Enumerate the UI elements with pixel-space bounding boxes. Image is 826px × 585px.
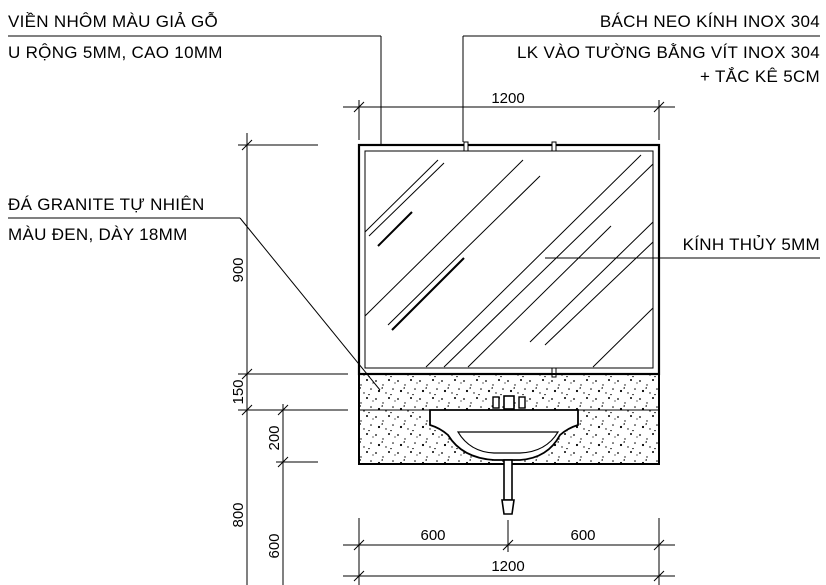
dim-sink-depth-label: 200 (266, 425, 283, 450)
callout-frame-line1: VIỀN NHÔM MÀU GIẢ GỖ (8, 12, 218, 31)
faucet-spout (503, 395, 515, 410)
dimension-bottom: 600 600 1200 (343, 518, 675, 585)
sink-bowl-inner (456, 431, 560, 454)
sink (429, 395, 579, 515)
drain-trap (501, 499, 515, 515)
callout-frame: VIỀN NHÔM MÀU GIẢ GỖ U RỘNG 5MM, CAO 10M… (8, 12, 382, 145)
dim-bottom-width-label: 1200 (491, 558, 524, 575)
mirror-glass-edge (364, 150, 654, 369)
dim-right-half-label: 600 (570, 527, 595, 544)
callout-anchor-line3: + TẮC KÊ 5CM (700, 67, 820, 86)
dimension-top-width: 1200 (343, 90, 675, 140)
callout-anchor: BÁCH NEO KÍNH INOX 304 LK VÀO TƯỜNG BẰNG… (462, 12, 820, 142)
dim-floor-to-counter-label: 800 (230, 502, 247, 527)
mirror (357, 141, 661, 378)
faucet-left-handle (492, 396, 500, 409)
glass-reflection-hatch (364, 154, 654, 368)
callout-frame-line2: U RỘNG 5MM, CAO 10MM (8, 43, 223, 62)
callout-anchor-line1: BÁCH NEO KÍNH INOX 304 (600, 12, 820, 31)
callout-granite-line2: MÀU ĐEN, DÀY 18MM (8, 225, 188, 244)
faucet-right-handle (518, 396, 526, 409)
dim-floor-to-sink-label: 600 (266, 533, 283, 558)
anchor-clip-right (551, 141, 557, 152)
dimension-vertical-chain: 900 150 800 200 600 (230, 133, 348, 585)
dim-top-width-label: 1200 (491, 90, 524, 107)
callout-anchor-line2: LK VÀO TƯỜNG BẰNG VÍT INOX 304 (517, 43, 820, 62)
dim-left-half-label: 600 (420, 527, 445, 544)
callout-glass-label: KÍNH THỦY 5MM (683, 235, 820, 254)
callout-granite: ĐÁ GRANITE TỰ NHIÊN MÀU ĐEN, DÀY 18MM (8, 195, 381, 391)
dim-counter-thickness-label: 150 (230, 379, 247, 404)
callout-glass: KÍNH THỦY 5MM (545, 235, 820, 259)
anchor-clip-left (463, 141, 469, 152)
drain-pipe (503, 459, 513, 501)
callout-granite-line1: ĐÁ GRANITE TỰ NHIÊN (8, 195, 205, 214)
dim-mirror-height-label: 900 (230, 257, 247, 282)
